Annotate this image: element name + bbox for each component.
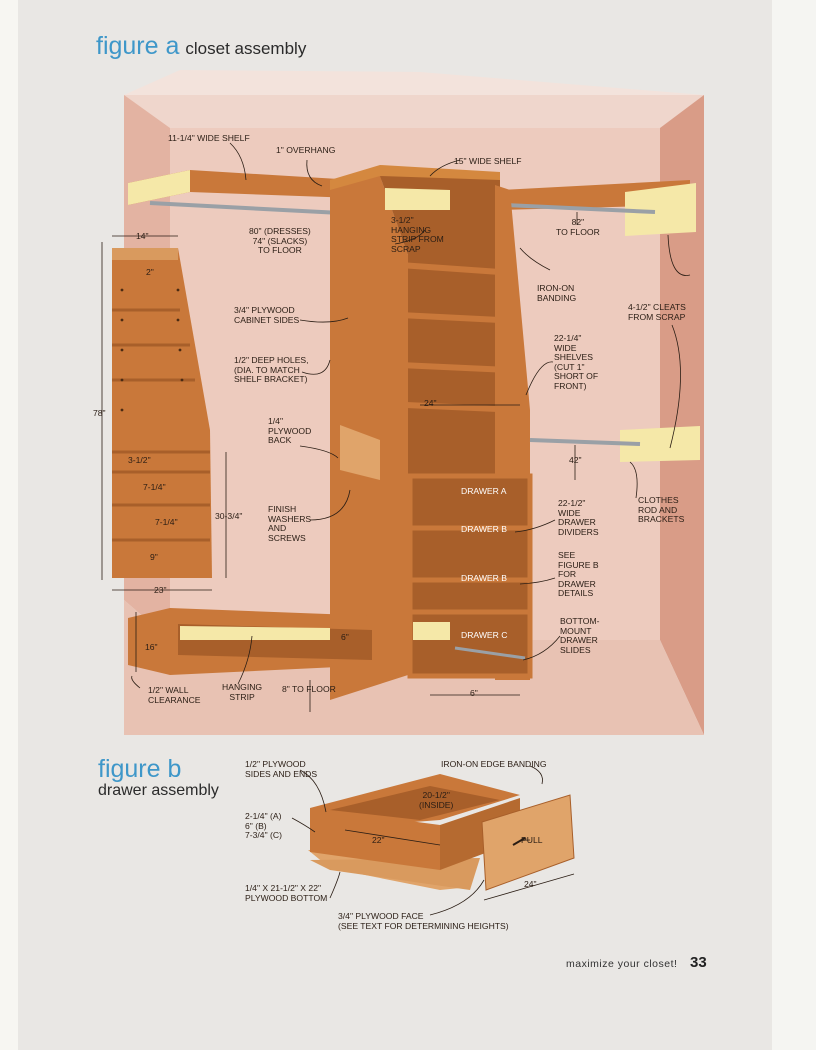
cleat-left [128, 170, 190, 205]
shelf-holes [120, 288, 184, 412]
label-pull: PULL [521, 835, 543, 845]
page-edge-panel [772, 0, 816, 1050]
cabinet-side-panel [112, 248, 212, 578]
clothes-rod-lower [529, 438, 641, 446]
label-cabinet-sides: 3/4" PLYWOOD CABINET SIDES [234, 305, 300, 325]
page-number: 33 [690, 954, 707, 971]
label-wide-shelves: 22-1/4" WIDE SHELVES (CUT 1" SHORT OF FR… [554, 333, 599, 391]
drawer-front-side [310, 808, 440, 870]
label-cleats: 4-1/2" CLEATS FROM SCRAP [628, 302, 686, 322]
figure-b-label: figure b [98, 755, 182, 783]
shelf [405, 402, 521, 413]
label-wide-shelf-11: 11-1/4" WIDE SHELF [168, 133, 250, 143]
page-margin [0, 0, 18, 1050]
label-drawer-c: DRAWER C [461, 630, 508, 640]
label-drawer-a: DRAWER A [461, 486, 507, 496]
label-drawer-heights: 2-1/4" (A) 6" (B) 7-3/4" (C) [245, 811, 282, 840]
leader-lines [131, 142, 691, 689]
clothes-rod-upper-left [149, 201, 361, 216]
label-drawer-slides: BOTTOM- MOUNT DRAWER SLIDES [560, 616, 600, 655]
clothes-rod-upper-right [504, 203, 656, 214]
label-sides-ends: 1/2" PLYWOOD SIDES AND ENDS [245, 759, 318, 779]
label-hanging-strip: HANGING STRIP [222, 682, 263, 702]
label-dim-30-75: 30-3/4" [215, 511, 243, 521]
label-dim-24: 24" [424, 398, 437, 408]
label-dim-24-b: 24" [524, 879, 537, 889]
label-dim-7-25-a: 7-1/4" [143, 482, 166, 492]
figure-b-subtitle: drawer assembly [98, 782, 219, 799]
label-dim-78: 78" [93, 408, 106, 418]
label-drawer-b-2: DRAWER B [461, 573, 507, 583]
label-plywood-bottom: 1/4" x 21-1/2" x 22" PLYWOOD BOTTOM [245, 883, 328, 903]
figure-b-title: figure b drawer assembly [98, 756, 219, 800]
label-drawer-dividers: 22-1/2" WIDE DRAWER DIVIDERS [558, 498, 599, 537]
hanging-strip-lower [413, 622, 450, 640]
label-inside-width: 20-1/2" (INSIDE) [419, 790, 454, 810]
label-dim-7-25-b: 7-1/4" [155, 517, 178, 527]
label-dim-3-5: 3-1/2" [128, 455, 151, 465]
right-wall [660, 95, 704, 735]
label-plywood-back: 1/4" PLYWOOD BACK [268, 416, 312, 445]
label-hanging-strip-scrap: 3-1/2" HANGING STRIP FROM SCRAP [391, 215, 444, 254]
cleat-lower-right [620, 426, 700, 462]
hanging-strip-scrap [385, 188, 450, 210]
drawer-slide [454, 646, 526, 660]
drawer-interior [330, 786, 500, 820]
label-dim-16: 16" [145, 642, 158, 652]
label-8-to-floor: 8" TO FLOOR [282, 684, 336, 694]
label-dim-2: 2" [146, 267, 154, 277]
ceiling [124, 95, 704, 128]
shelf [399, 362, 511, 373]
shelf [399, 312, 501, 323]
label-clothes-rod: CLOTHES ROD AND BRACKETS [638, 495, 685, 524]
label-overhang: 1" OVERHANG [276, 145, 336, 155]
panel-shelf-lines [112, 308, 210, 542]
panel-top-edge [112, 248, 178, 260]
label-dim-23: 23" [154, 585, 167, 595]
label-dim-9: 9" [150, 552, 158, 562]
label-wide-shelf-15: 15" WIDE SHELF [454, 156, 522, 166]
label-dim-22: 22" [372, 835, 385, 845]
figure-a-subtitle: closet assembly [185, 39, 307, 58]
footer-text: maximize your closet! [566, 958, 678, 970]
label-rod-height: 80" (DRESSES) 74" (SLACKS) TO FLOOR [249, 226, 311, 255]
cabinet-cutout [340, 425, 380, 480]
label-finish-washers: FINISH WASHERS AND SCREWS [268, 504, 312, 543]
hanging-strip-lower-left [180, 626, 330, 640]
shelf [399, 262, 501, 275]
label-see-figure-b: SEE FIGURE B FOR DRAWER DETAILS [558, 550, 599, 598]
label-deep-holes: 1/2" DEEP HOLES, (DIA. TO MATCH SHELF BR… [234, 355, 309, 384]
drawer-face [481, 794, 575, 891]
drawer-leaders [291, 765, 575, 916]
label-dim-42: 42" [569, 455, 582, 465]
label-edge-banding: IRON-ON EDGE BANDING [441, 759, 547, 769]
label-dim-6-b: 6" [470, 688, 478, 698]
label-drawer-b-1: DRAWER B [461, 524, 507, 534]
figure-a-label: figure a [96, 32, 180, 60]
label-wall-clearance: 1/2" WALL CLEARANCE [148, 685, 201, 705]
label-plywood-face: 3/4" PLYWOOD FACE (SEE TEXT FOR DETERMIN… [338, 911, 509, 931]
label-82-to-floor: 82" TO FLOOR [556, 217, 600, 237]
label-iron-on-banding: IRON-ON BANDING [537, 283, 577, 303]
dimension-lines [101, 212, 578, 712]
label-dim-6-a: 6" [341, 632, 349, 642]
ceiling-top [124, 70, 704, 95]
figure-a-title: figure a closet assembly [96, 32, 306, 61]
label-dim-14: 14" [136, 231, 149, 241]
cleat-right [625, 183, 696, 236]
